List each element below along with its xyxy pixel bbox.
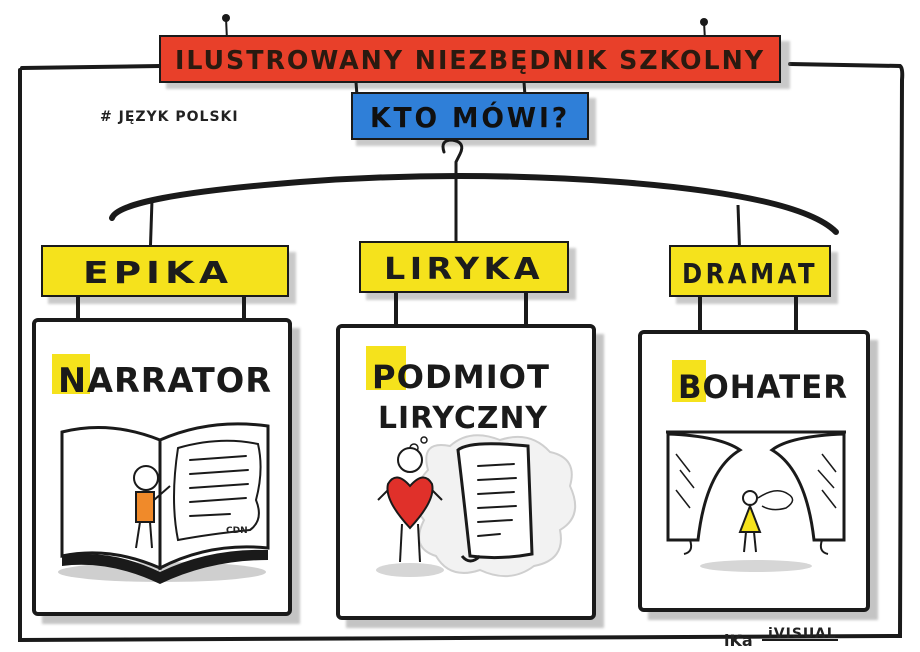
branch-dramat: DRAMAT BOHATER [638,245,878,620]
question-banner: KTO MÓWI? [351,81,596,146]
hero-figure-icon [738,490,794,553]
theater-stage-icon [666,430,846,572]
subject-tag: # JĘZYK POLSKI [100,109,239,125]
question-label: KTO MÓWI? [370,100,570,134]
hanger-bar [109,173,839,235]
speaker-label-epika: NARRATOR [58,361,272,401]
speaker-label-dramat: BOHATER [678,368,848,406]
outer-frame [18,62,905,643]
hanger-hook-icon [441,138,464,178]
author-brand: iVISUAL [768,626,837,642]
genre-label-liryka: LIRYKA [384,252,544,287]
narrator-figure-icon [133,465,171,549]
page-title: ILUSTROWANY NIEZBĘDNIK SZKOLNY [175,46,765,76]
heart-figure-icon [376,447,444,577]
title-banner: ILUSTROWANY NIEZBĘDNIK SZKOLNY [159,35,790,89]
branch-liryka: LIRYKA PODMIOT LIRYCZNY [336,241,604,628]
book-signature: CDN [226,526,248,536]
speaker-label-liryka-line2: LIRYCZNY [378,401,548,436]
author-name: iKa [724,631,753,650]
speaker-label-liryka: PODMIOT [372,358,550,396]
scroll-icon [456,442,534,563]
open-book-icon: CDN [58,422,270,584]
genre-label-dramat: DRAMAT [682,257,818,290]
genre-label-epika: EPIKA [83,256,233,291]
branch-epika: EPIKA NARRATOR CDN [32,245,300,624]
